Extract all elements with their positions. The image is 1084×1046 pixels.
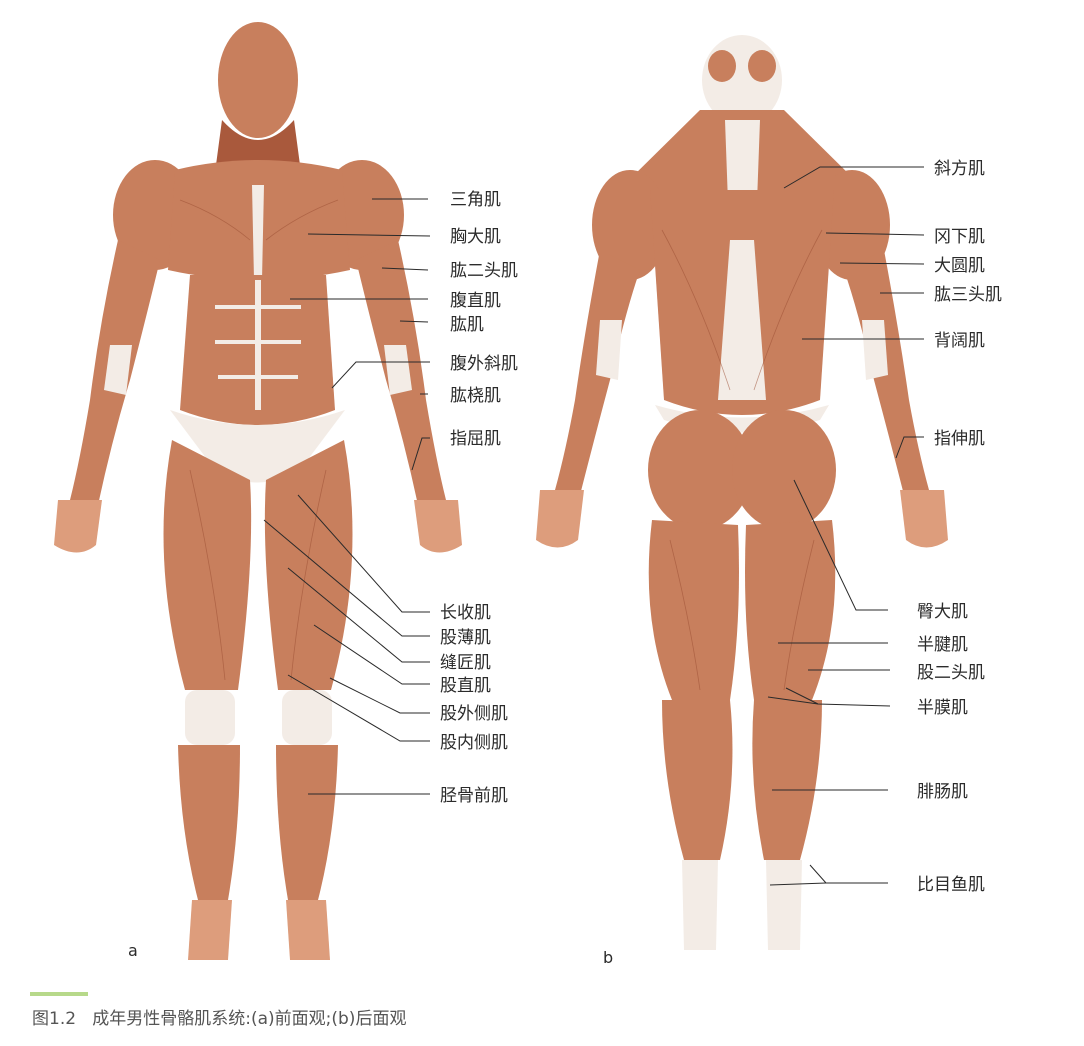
- front-label: 三角肌: [450, 190, 501, 210]
- back-leader-lines: [767, 166, 925, 886]
- back-label: 股二头肌: [917, 663, 985, 683]
- back-label: 大圆肌: [934, 256, 985, 276]
- front-label: 股内侧肌: [440, 733, 508, 753]
- front-figure: [54, 22, 462, 960]
- back-label: 半腱肌: [917, 635, 968, 655]
- front-label: 股直肌: [440, 676, 491, 696]
- caption-accent-bar: [30, 992, 88, 996]
- front-label: 肱桡肌: [450, 386, 501, 406]
- front-label: 胫骨前肌: [440, 786, 508, 806]
- front-label: 胸大肌: [450, 227, 501, 247]
- front-label: 腹外斜肌: [450, 354, 518, 374]
- back-label: 比目鱼肌: [917, 875, 985, 895]
- front-label: 长收肌: [440, 603, 491, 623]
- front-label: 股外侧肌: [440, 704, 508, 724]
- back-figure: [536, 35, 948, 950]
- back-label: 斜方肌: [934, 159, 985, 179]
- front-label: 肱二头肌: [450, 261, 518, 281]
- front-label: 缝匠肌: [440, 653, 491, 673]
- back-label: 背阔肌: [934, 331, 985, 351]
- figure-caption: 图1.2 成年男性骨骼肌系统:(a)前面观;(b)后面观: [32, 1009, 407, 1029]
- panel-letter-a: a: [128, 941, 138, 960]
- panel-letter-b: b: [603, 948, 613, 967]
- back-label: 肱三头肌: [934, 285, 1002, 305]
- front-label: 腹直肌: [450, 291, 501, 311]
- front-label: 股薄肌: [440, 628, 491, 648]
- front-labels: 三角肌 胸大肌 肱二头肌 腹直肌 肱肌 腹外斜肌 肱桡肌 指屈肌 长收肌 股薄肌…: [440, 190, 518, 806]
- front-label: 肱肌: [450, 315, 484, 335]
- back-labels: 斜方肌 冈下肌 大圆肌 肱三头肌 背阔肌 指伸肌 臀大肌 半腱肌 股二头肌 半膜…: [917, 159, 1002, 895]
- back-label: 臀大肌: [917, 602, 968, 622]
- back-label: 指伸肌: [934, 429, 985, 449]
- back-label: 冈下肌: [934, 227, 985, 247]
- front-label: 指屈肌: [450, 429, 501, 449]
- back-label: 半膜肌: [917, 698, 968, 718]
- back-label: 腓肠肌: [917, 782, 968, 802]
- front-leader-lines: [263, 198, 431, 795]
